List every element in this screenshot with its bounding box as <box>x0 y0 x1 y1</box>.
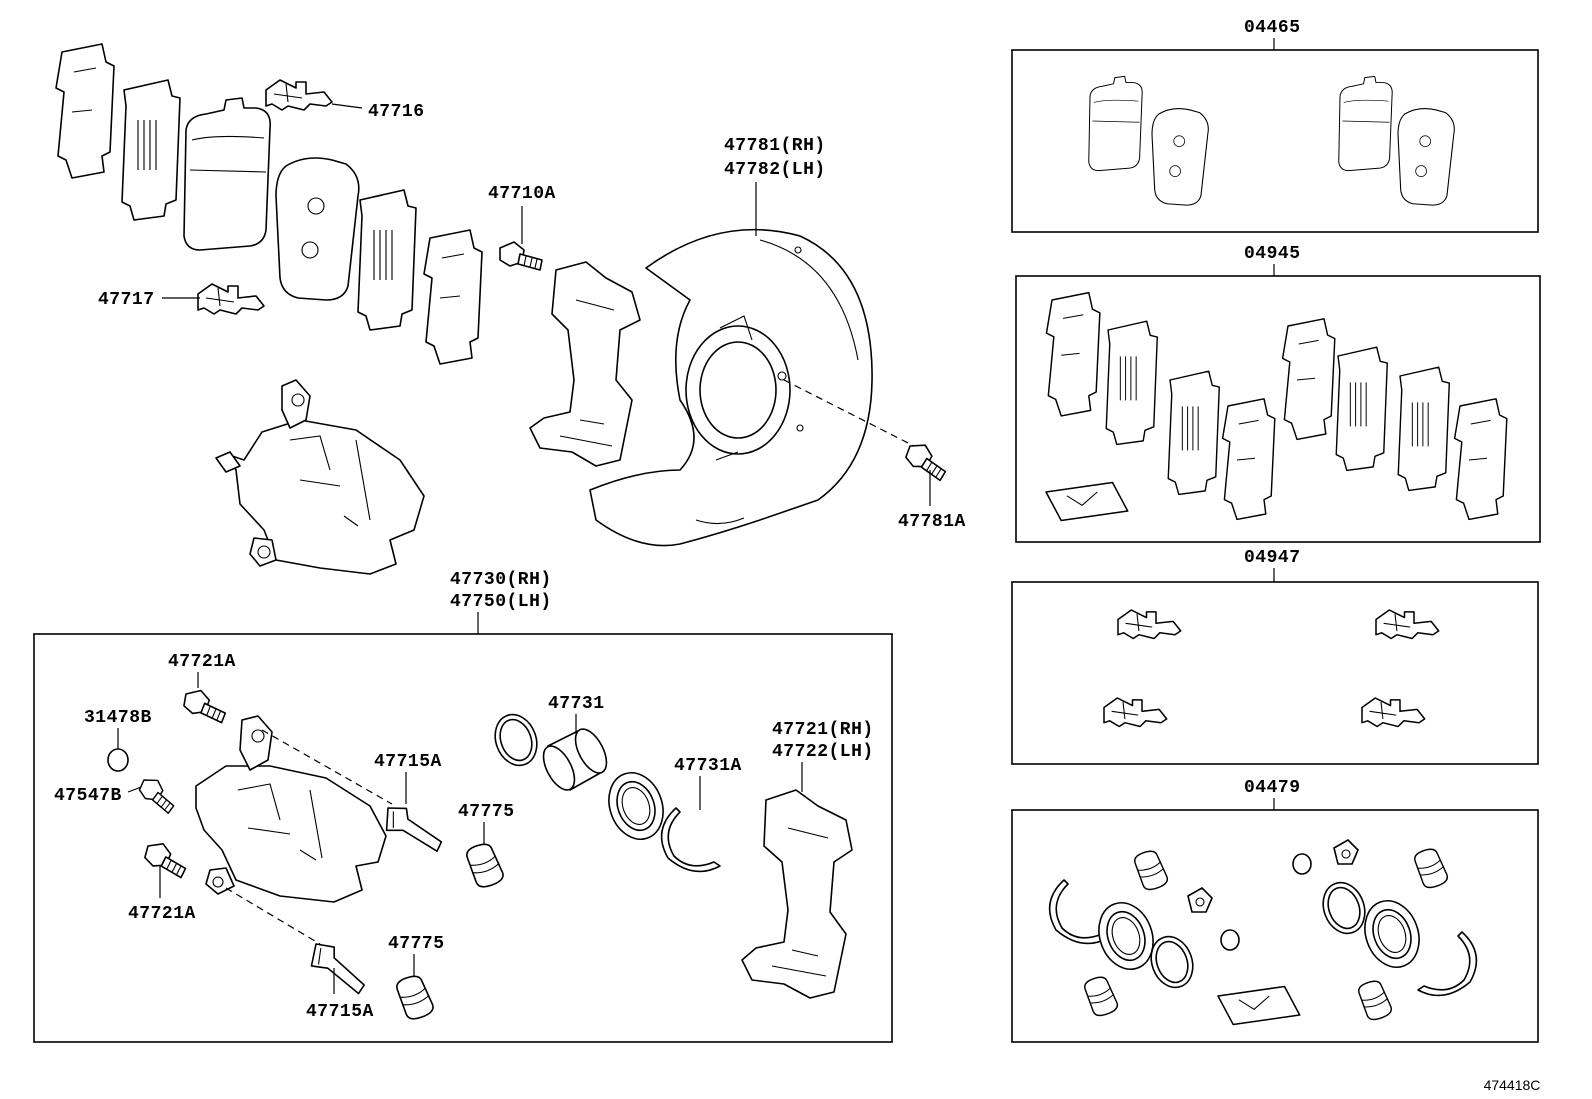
kit-04479-boot-3 <box>1412 845 1451 891</box>
label-47721a-bottom: 47721A <box>128 904 196 924</box>
dust-shield <box>589 228 873 547</box>
kit-label-04479: 04479 <box>1244 778 1301 798</box>
kit-04465-pad-1 <box>1088 75 1143 172</box>
bleeder-plug-47547b <box>134 774 182 815</box>
snap-ring-47731a <box>660 807 721 873</box>
kit-04947-clip-3 <box>1103 697 1168 728</box>
label-47710a: 47710A <box>488 184 556 204</box>
kit-04479-cap-1 <box>1220 929 1240 951</box>
kit-04479-boot-1 <box>1132 847 1171 893</box>
kit-04945-shim-5 <box>1281 318 1336 441</box>
pad-clip-upper <box>265 79 333 111</box>
caliper-assembly <box>215 379 425 575</box>
bleeder-bolt-47721a-bottom <box>141 839 191 879</box>
kit-04947-clip-2 <box>1375 609 1440 640</box>
caliper-mounting-bracket-upper <box>529 261 641 467</box>
kit-04945-shim-8 <box>1453 398 1508 521</box>
kit-04479-boot-4 <box>1356 977 1395 1023</box>
label-47782-lh: 47782(LH) <box>724 160 826 180</box>
kit-04945-shim-4 <box>1221 398 1276 521</box>
kit-04945-shim-2 <box>1105 320 1158 446</box>
kit-04945-grease-pack <box>1045 481 1129 522</box>
caliper-assembly-box <box>33 633 893 1043</box>
label-47781a: 47781A <box>898 512 966 532</box>
label-47731: 47731 <box>548 694 605 714</box>
kit-box-04479 <box>1011 809 1539 1043</box>
kit-box-04947 <box>1011 581 1539 765</box>
kit-04465-pad-4 <box>1397 108 1455 206</box>
shim-outer-2 <box>121 79 181 221</box>
kit-04479-seal-2 <box>1355 892 1429 976</box>
kit-label-04947: 04947 <box>1244 548 1301 568</box>
kit-04945-shim-3 <box>1167 370 1220 496</box>
label-47775-top: 47775 <box>458 802 515 822</box>
piston-47731 <box>542 728 608 791</box>
boot-47775-top <box>463 839 507 891</box>
shim-inner-2 <box>423 229 483 365</box>
label-31478b: 31478B <box>84 708 152 728</box>
brake-pad-outer <box>183 97 272 251</box>
label-47715a-top: 47715A <box>374 752 442 772</box>
shim-outer-1 <box>55 43 115 179</box>
kit-04479-snap-ring-2 <box>1417 931 1478 997</box>
kit-04945-shim-6 <box>1335 346 1388 472</box>
kit-04479-oring-2 <box>1315 875 1373 941</box>
label-47716: 47716 <box>368 102 425 122</box>
kit-04479-cap-2 <box>1292 853 1312 875</box>
kit-04945-shim-1 <box>1045 291 1101 417</box>
kit-04465-pad-2 <box>1151 108 1209 206</box>
label-47781-rh: 47781(RH) <box>724 136 826 156</box>
label-47730-rh: 47730(RH) <box>450 570 552 590</box>
label-47731a: 47731A <box>674 756 742 776</box>
label-47547b: 47547B <box>54 786 122 806</box>
label-47715a-bottom: 47715A <box>306 1002 374 1022</box>
kit-04947-clip-1 <box>1117 609 1182 640</box>
shim-inner-1 <box>357 189 417 331</box>
kit-04945-shim-7 <box>1397 366 1450 492</box>
bleeder-bolt-47721a-top <box>181 687 230 724</box>
kit-box-04945 <box>1015 275 1541 543</box>
bolt-47710a <box>499 241 543 271</box>
kit-box-04465 <box>1011 49 1539 233</box>
label-47717: 47717 <box>98 290 155 310</box>
illustration-reference-code: 474418C <box>1484 1077 1541 1093</box>
bolt-47781a <box>901 439 953 482</box>
kit-04947-clip-4 <box>1361 697 1426 728</box>
slide-pin-47715a-bottom <box>303 939 374 996</box>
pad-clip-lower <box>197 283 265 315</box>
caliper-body <box>195 715 387 903</box>
brake-pad-inner <box>275 157 360 301</box>
slide-pin-47715a-top <box>379 803 448 853</box>
kit-04465-pad-3 <box>1338 75 1393 172</box>
kit-04479-grease-pack <box>1217 985 1301 1026</box>
kit-label-04465: 04465 <box>1244 18 1301 38</box>
label-47775-bottom: 47775 <box>388 934 445 954</box>
piston-seal-ring <box>487 707 545 773</box>
kit-04479-boot-2 <box>1082 973 1121 1019</box>
label-47721a-top: 47721A <box>168 652 236 672</box>
kit-04479-bleeder-2 <box>1333 839 1359 865</box>
label-47750-lh: 47750(LH) <box>450 592 552 612</box>
label-47721-rh: 47721(RH) <box>772 720 874 740</box>
cap-31478b <box>107 748 129 772</box>
kit-04479-bleeder-1 <box>1187 887 1213 913</box>
boot-47775-bottom <box>393 971 437 1023</box>
label-47722-lh: 47722(LH) <box>772 742 874 762</box>
kit-label-04945: 04945 <box>1244 244 1301 264</box>
caliper-mounting-bracket <box>741 789 853 999</box>
